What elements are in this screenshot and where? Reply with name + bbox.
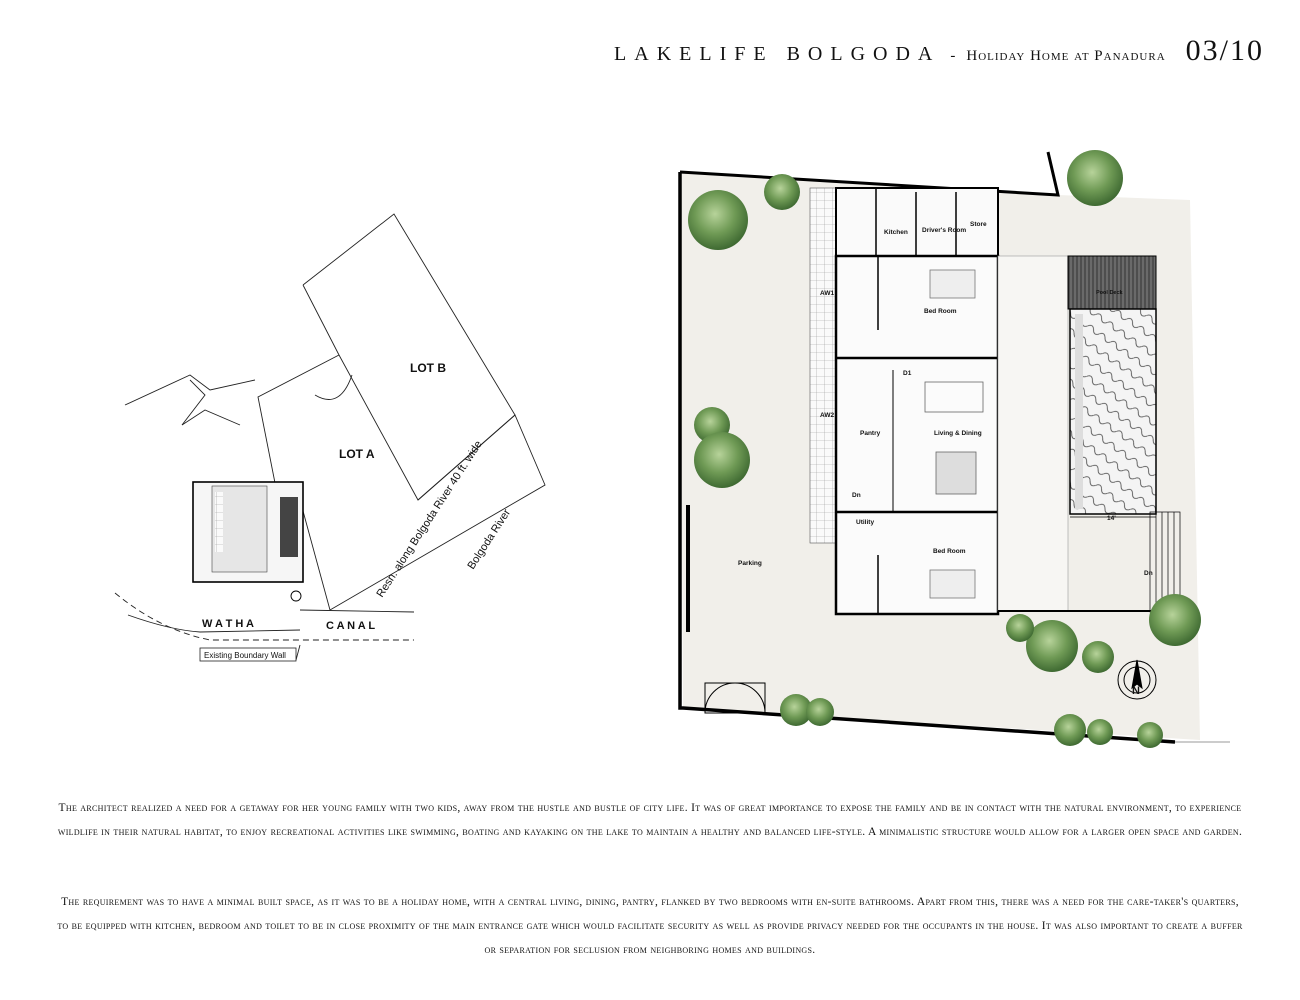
door-d1-label: D1 <box>903 370 912 377</box>
pool-deck-label: Pool Deck <box>1096 290 1124 296</box>
compass-label: N <box>1132 685 1140 697</box>
pool-deck <box>1067 255 1157 310</box>
page-number: 03/10 <box>1185 34 1264 67</box>
steps-down-label: Dn <box>1144 570 1153 577</box>
floor-plan: N <box>678 150 1230 748</box>
bedroom-top-label: Bed Room <box>924 308 957 315</box>
description-paragraph-2: The requirement was to have a minimal bu… <box>57 895 1243 956</box>
title-separator: - <box>950 48 957 64</box>
project-subtitle: Holiday Home at Panadura <box>966 48 1166 64</box>
drivers-room-label: Driver's Room <box>922 227 966 234</box>
river-label: Bolgoda River <box>465 507 513 572</box>
stair-down-label: Dn <box>852 492 861 499</box>
tree-icon <box>688 150 1201 748</box>
drawings: LOT B LOT A Resn. along Bolgoda River 40… <box>114 150 1230 748</box>
pool <box>1069 308 1157 515</box>
servant-block <box>835 187 999 257</box>
main-house <box>834 254 1000 616</box>
project-title: LAKELIFE BOLGODA <box>614 43 941 65</box>
lot-a-label: LOT A <box>339 447 375 461</box>
store-label: Store <box>970 221 987 228</box>
pool-width-label: 14' <box>1107 515 1116 522</box>
window-aw2-label: AW2 <box>820 412 834 419</box>
lot-b-label: LOT B <box>410 361 446 375</box>
reservation-label: Resn. along Bolgoda River 40 ft. wide <box>374 439 484 600</box>
site-plan <box>114 213 546 661</box>
window-aw1-label: AW1 <box>820 290 834 297</box>
boundary-wall-label: Existing Boundary Wall <box>204 651 286 660</box>
bedroom-bottom-label: Bed Room <box>933 548 966 555</box>
pantry-label: Pantry <box>860 430 881 437</box>
parking-label: Parking <box>738 560 762 567</box>
living-dining-label: Living & Dining <box>934 430 982 437</box>
canal-label-left: W A T H A <box>202 618 254 630</box>
utility-label: Utility <box>856 519 874 526</box>
north-arrow-icon <box>1117 659 1157 700</box>
canal-label-right: C A N A L <box>326 620 375 632</box>
description-paragraph-1: The architect realized a need for a geta… <box>57 801 1243 838</box>
page-header: LAKELIFE BOLGODA - Holiday Home at Panad… <box>614 34 1264 68</box>
kitchen-label: Kitchen <box>884 229 908 236</box>
